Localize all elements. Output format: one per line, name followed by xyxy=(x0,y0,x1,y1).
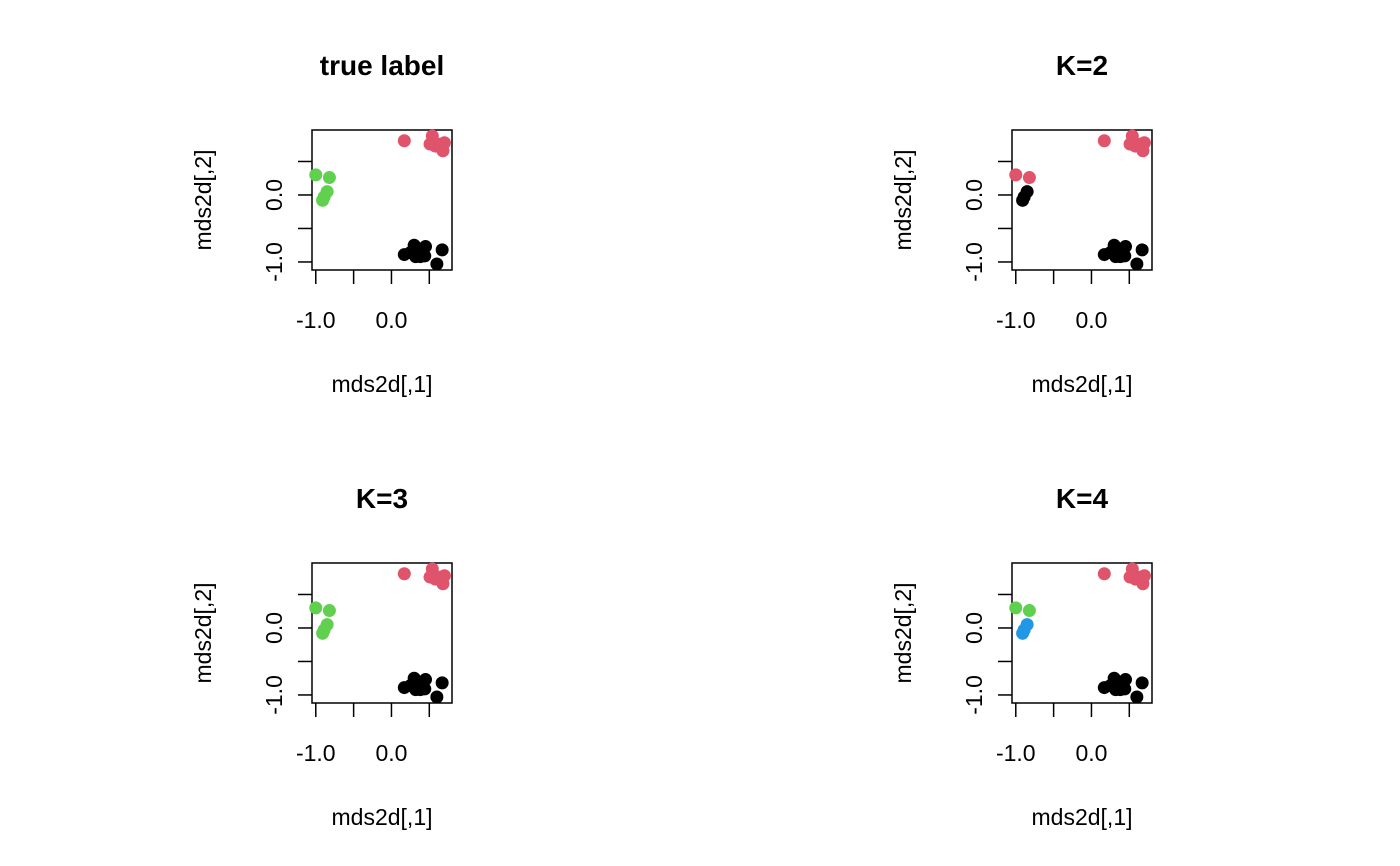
x-axis-label: mds2d[,1] xyxy=(1032,371,1133,397)
y-tick-label: 0.0 xyxy=(261,612,287,644)
point-layer xyxy=(309,562,451,704)
x-ticks: -1.0 0.0 xyxy=(996,270,1131,333)
data-point xyxy=(322,171,336,185)
x-axis-label: mds2d[,1] xyxy=(332,804,433,830)
data-point xyxy=(1022,171,1036,185)
data-point xyxy=(397,134,411,148)
y-axis-label: mds2d[,2] xyxy=(890,150,916,251)
data-point xyxy=(322,604,336,618)
data-point xyxy=(1119,673,1133,687)
plot-frame xyxy=(1011,129,1153,271)
y-ticks: -1.0 0.0 xyxy=(961,160,1012,282)
data-point xyxy=(436,577,450,591)
y-tick-label: 0.0 xyxy=(961,179,987,211)
data-point xyxy=(1135,243,1149,257)
x-tick-label: 0.0 xyxy=(375,307,407,333)
data-point xyxy=(1135,676,1149,690)
data-point xyxy=(1130,690,1144,704)
y-ticks: -1.0 0.0 xyxy=(261,593,312,715)
data-point xyxy=(435,243,449,257)
y-axis-label: mds2d[,2] xyxy=(190,583,216,684)
data-point xyxy=(309,168,323,182)
data-point xyxy=(1016,626,1030,640)
x-ticks: -1.0 0.0 xyxy=(996,703,1131,766)
y-tick-label: 0.0 xyxy=(261,179,287,211)
y-tick-label: 0.0 xyxy=(961,612,987,644)
y-tick-label: -1.0 xyxy=(261,675,287,715)
data-point xyxy=(1097,134,1111,148)
y-ticks: -1.0 0.0 xyxy=(961,593,1012,715)
y-axis-label: mds2d[,2] xyxy=(890,583,916,684)
data-point xyxy=(1009,168,1023,182)
x-ticks: -1.0 0.0 xyxy=(296,270,431,333)
panel-k3: K=3 -1.0 0.0 -1.0 0.0 mds2d[,1] mds2d[,2] xyxy=(190,483,453,830)
y-tick-label: -1.0 xyxy=(261,242,287,282)
plot-frame xyxy=(1011,562,1153,704)
x-tick-label: 0.0 xyxy=(1075,740,1107,766)
x-axis-label: mds2d[,1] xyxy=(332,371,433,397)
data-point xyxy=(316,626,330,640)
y-tick-label: -1.0 xyxy=(961,242,987,282)
data-point xyxy=(1119,240,1133,254)
x-tick-label: -1.0 xyxy=(296,307,336,333)
data-point xyxy=(316,193,330,207)
data-point xyxy=(1109,250,1123,264)
panel-title: true label xyxy=(320,50,444,81)
y-ticks: -1.0 0.0 xyxy=(261,160,312,282)
data-point xyxy=(1130,257,1144,271)
panel-k4: K=4 -1.0 0.0 -1.0 0.0 mds2d[,1] mds2d[,2] xyxy=(890,483,1153,830)
data-point xyxy=(1136,144,1150,158)
data-point xyxy=(419,673,433,687)
plot-frame xyxy=(311,562,453,704)
data-point xyxy=(1109,683,1123,697)
data-point xyxy=(1016,193,1030,207)
plot-frame xyxy=(311,129,453,271)
data-point xyxy=(430,257,444,271)
point-layer xyxy=(1009,562,1151,704)
data-point xyxy=(436,144,450,158)
point-layer xyxy=(1009,129,1151,271)
data-point xyxy=(435,676,449,690)
data-point xyxy=(397,567,411,581)
data-point xyxy=(430,690,444,704)
data-point xyxy=(309,601,323,615)
panel-title: K=3 xyxy=(356,483,408,514)
x-tick-label: 0.0 xyxy=(1075,307,1107,333)
y-tick-label: -1.0 xyxy=(961,675,987,715)
panel-title: K=4 xyxy=(1056,483,1109,514)
data-point xyxy=(419,240,433,254)
point-layer xyxy=(309,129,451,271)
x-ticks: -1.0 0.0 xyxy=(296,703,431,766)
x-tick-label: 0.0 xyxy=(375,740,407,766)
x-tick-label: -1.0 xyxy=(996,740,1036,766)
x-tick-label: -1.0 xyxy=(296,740,336,766)
data-point xyxy=(409,683,423,697)
panel-title: K=2 xyxy=(1056,50,1108,81)
data-point xyxy=(1009,601,1023,615)
panel-k2: K=2 -1.0 0.0 -1.0 0.0 mds2d[,1] mds2d[,2] xyxy=(890,50,1153,397)
y-axis-label: mds2d[,2] xyxy=(190,150,216,251)
panel-true-label: true label -1.0 0.0 -1.0 0.0 mds2d[,1] mds… xyxy=(190,50,453,397)
data-point xyxy=(1022,604,1036,618)
data-point xyxy=(409,250,423,264)
data-point xyxy=(1136,577,1150,591)
data-point xyxy=(1097,567,1111,581)
x-tick-label: -1.0 xyxy=(996,307,1036,333)
x-axis-label: mds2d[,1] xyxy=(1032,804,1133,830)
